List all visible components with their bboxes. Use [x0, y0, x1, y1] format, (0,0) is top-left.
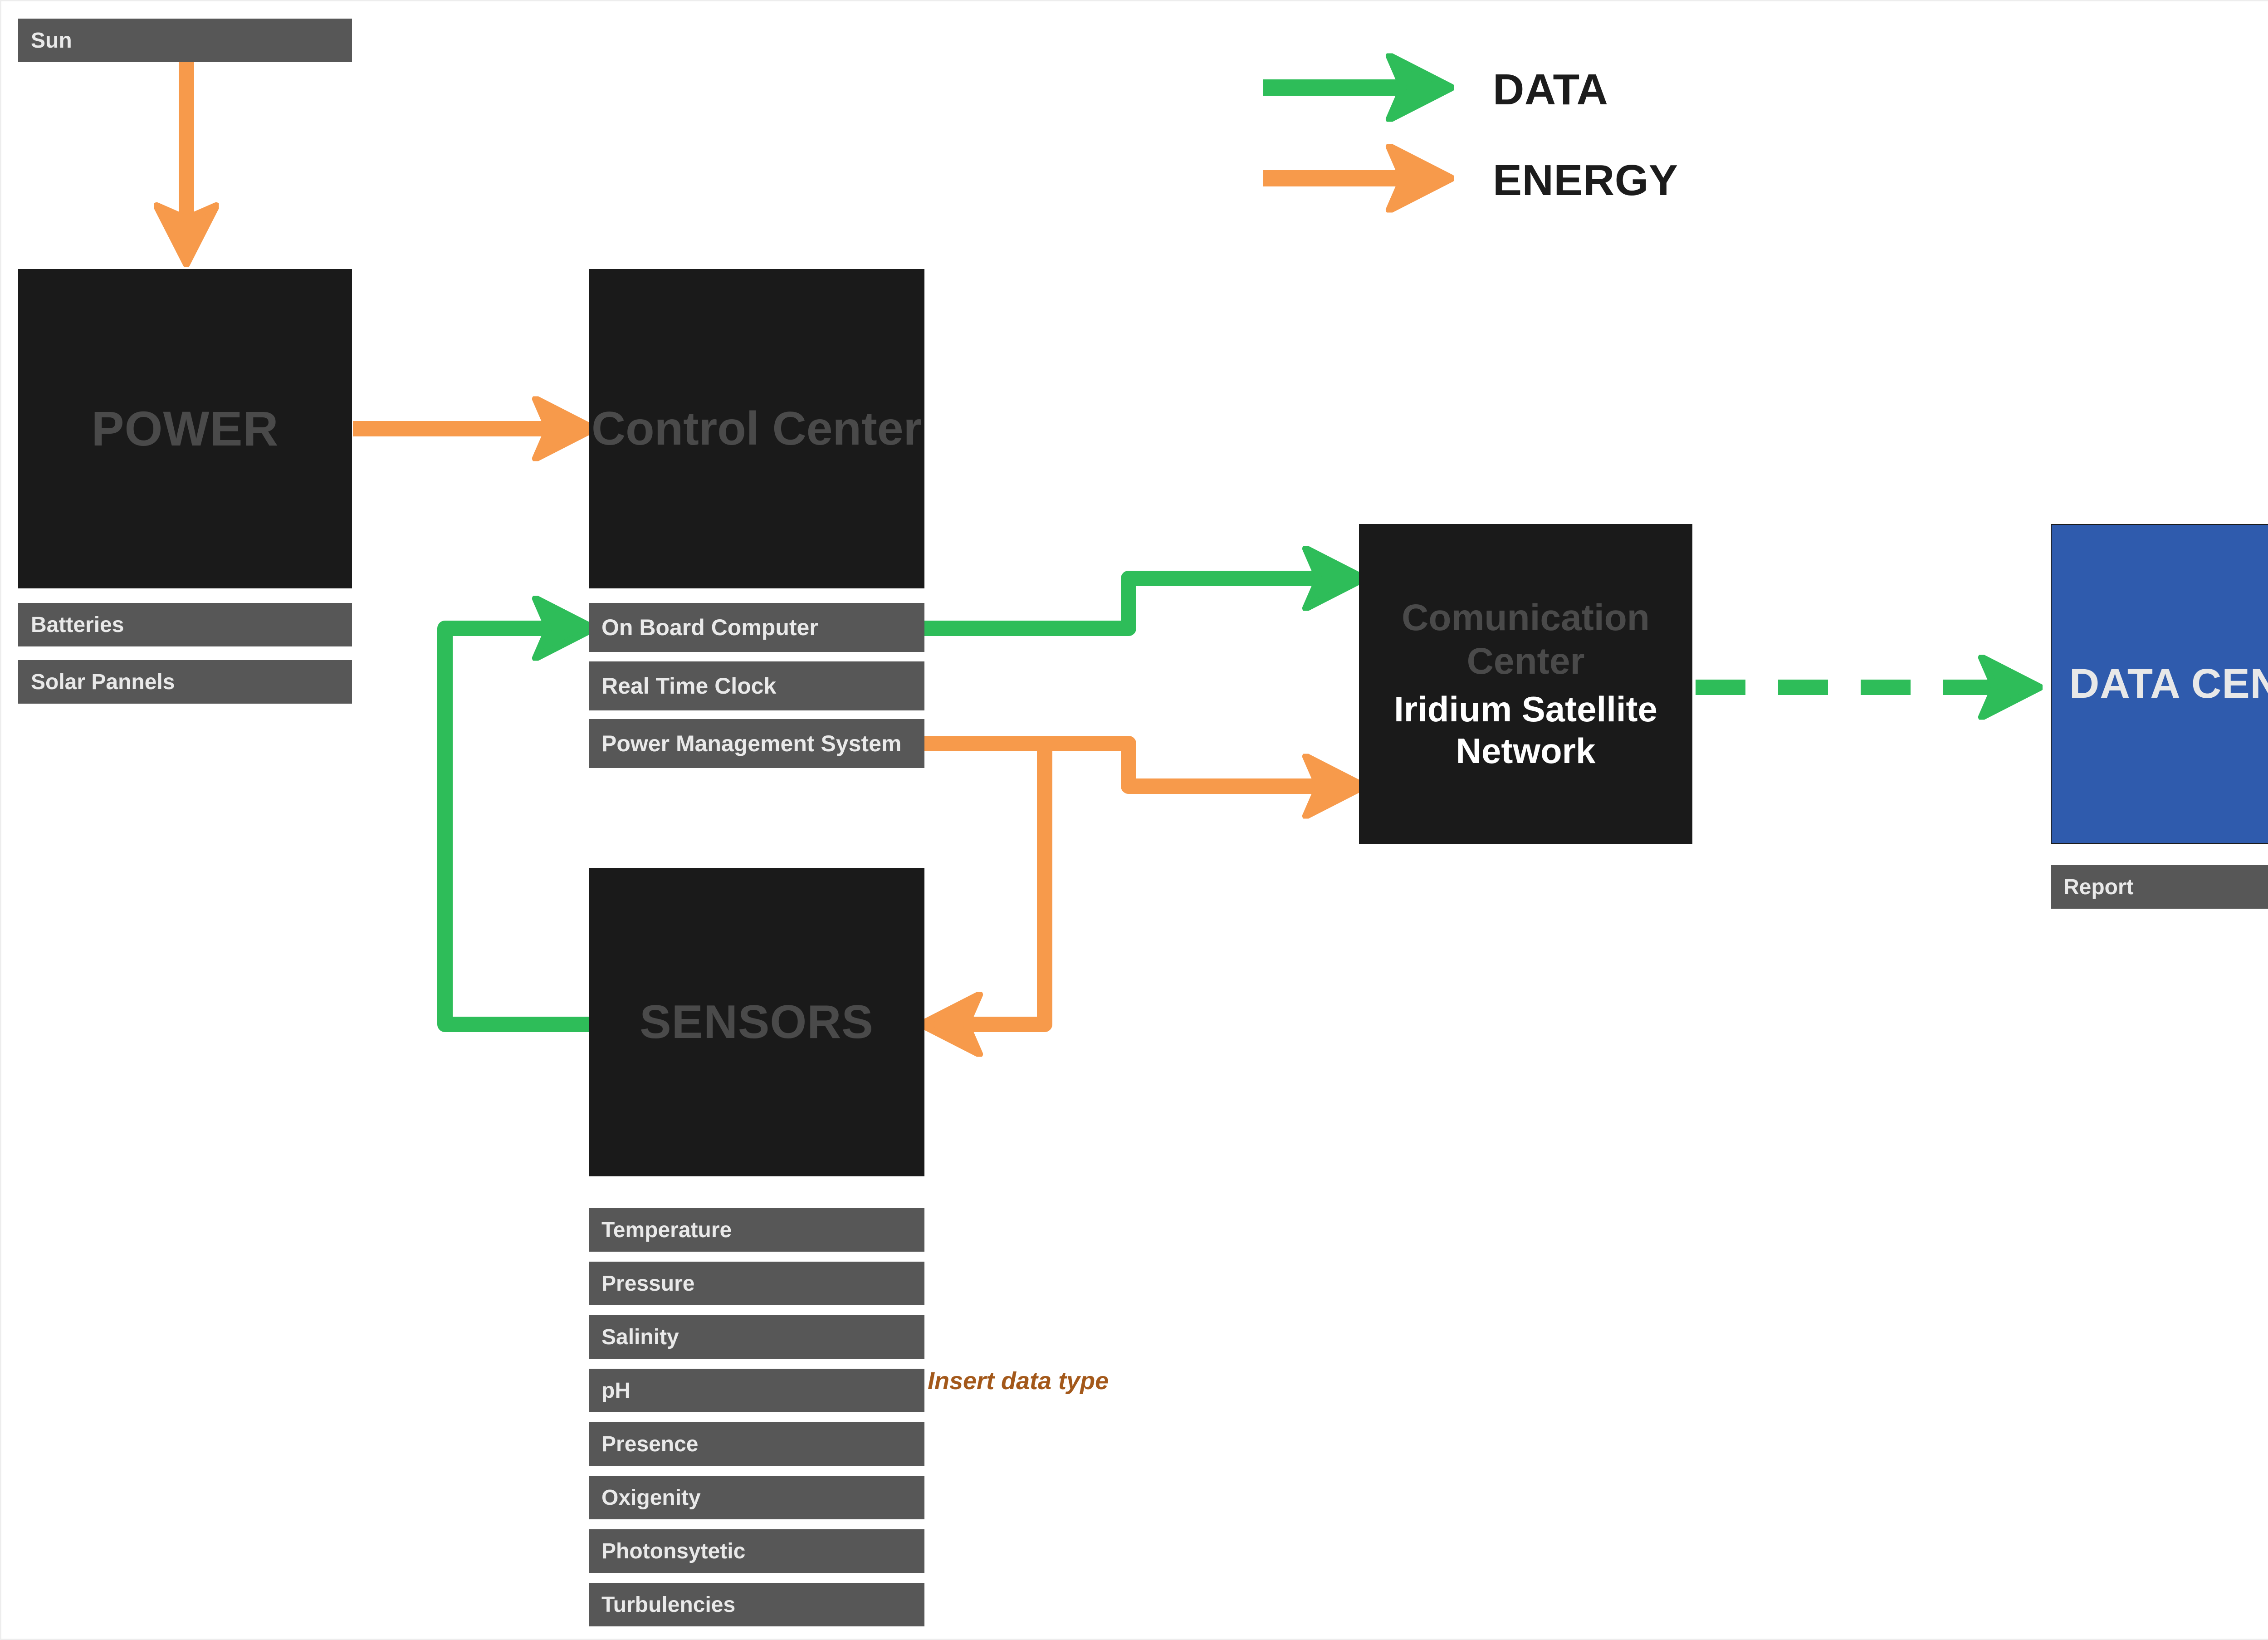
node-control-item-real-time-clock[interactable]: Real Time Clock: [589, 661, 924, 710]
node-power-item-label: Batteries: [31, 612, 124, 637]
node-data-center-item-report[interactable]: Report: [2051, 865, 2268, 909]
node-sensor-item-label: pH: [601, 1378, 631, 1403]
node-data-center[interactable]: DATA CENTER: [2051, 524, 2268, 844]
node-sensor-item-photonsytetic[interactable]: Photonsytetic: [589, 1529, 924, 1573]
node-sensor-item-label: Photonsytetic: [601, 1539, 746, 1563]
legend-label-data: DATA: [1493, 65, 1608, 114]
node-control-item-label: Power Management System: [601, 731, 902, 756]
node-sensor-item-label: Turbulencies: [601, 1592, 736, 1617]
node-data-center-label: DATA CENTER: [2069, 661, 2268, 707]
node-power[interactable]: POWER: [18, 269, 352, 588]
node-communication-center[interactable]: Comunication Center Iridium Satellite Ne…: [1359, 524, 1692, 844]
node-sensor-item-turbulencies[interactable]: Turbulencies: [589, 1583, 924, 1626]
node-sensor-item-oxigenity[interactable]: Oxigenity: [589, 1476, 924, 1519]
node-control-item-label: Real Time Clock: [601, 673, 777, 699]
node-sensors[interactable]: SENSORS: [589, 868, 924, 1176]
node-communication-center-sublabel: Iridium Satellite Network: [1394, 689, 1657, 771]
annotation-insert-data-type: Insert data type: [928, 1367, 1109, 1395]
node-power-item-solar-pannels[interactable]: Solar Pannels: [18, 660, 352, 704]
node-power-label: POWER: [91, 401, 279, 456]
flow-pms-to-communication-center: [923, 736, 1349, 786]
flow-obc-to-communication-center: [923, 578, 1349, 636]
node-control-center[interactable]: Control Center: [589, 269, 924, 588]
node-sensor-item-label: Pressure: [601, 1271, 695, 1296]
node-control-item-label: On Board Computer: [601, 615, 818, 640]
node-sensor-item-label: Presence: [601, 1432, 699, 1456]
node-sensor-item-temperature[interactable]: Temperature: [589, 1208, 924, 1252]
node-sensor-item-ph[interactable]: pH: [589, 1369, 924, 1412]
node-control-center-label: Control Center: [591, 402, 922, 455]
node-sun-label: Sun: [31, 28, 72, 53]
flow-pms-to-sensors: [937, 744, 1052, 1024]
node-power-item-batteries[interactable]: Batteries: [18, 603, 352, 646]
legend-label-energy: ENERGY: [1493, 156, 1678, 205]
node-sensor-item-label: Oxigenity: [601, 1485, 701, 1510]
node-communication-center-label: Comunication Center: [1402, 597, 1650, 682]
node-control-item-power-management-system[interactable]: Power Management System: [589, 719, 924, 768]
node-sensors-label: SENSORS: [640, 995, 874, 1048]
node-sensor-item-label: Temperature: [601, 1218, 732, 1242]
flow-sensors-to-obc: [437, 628, 589, 1032]
node-sensor-item-label: Salinity: [601, 1325, 679, 1349]
node-sensor-item-salinity[interactable]: Salinity: [589, 1315, 924, 1359]
node-sun[interactable]: Sun: [18, 19, 352, 62]
node-power-item-label: Solar Pannels: [31, 670, 175, 694]
node-sensor-item-pressure[interactable]: Pressure: [589, 1262, 924, 1305]
node-sensor-item-presence[interactable]: Presence: [589, 1422, 924, 1466]
node-control-item-on-board-computer[interactable]: On Board Computer: [589, 603, 924, 652]
node-data-center-item-label: Report: [2063, 875, 2134, 899]
